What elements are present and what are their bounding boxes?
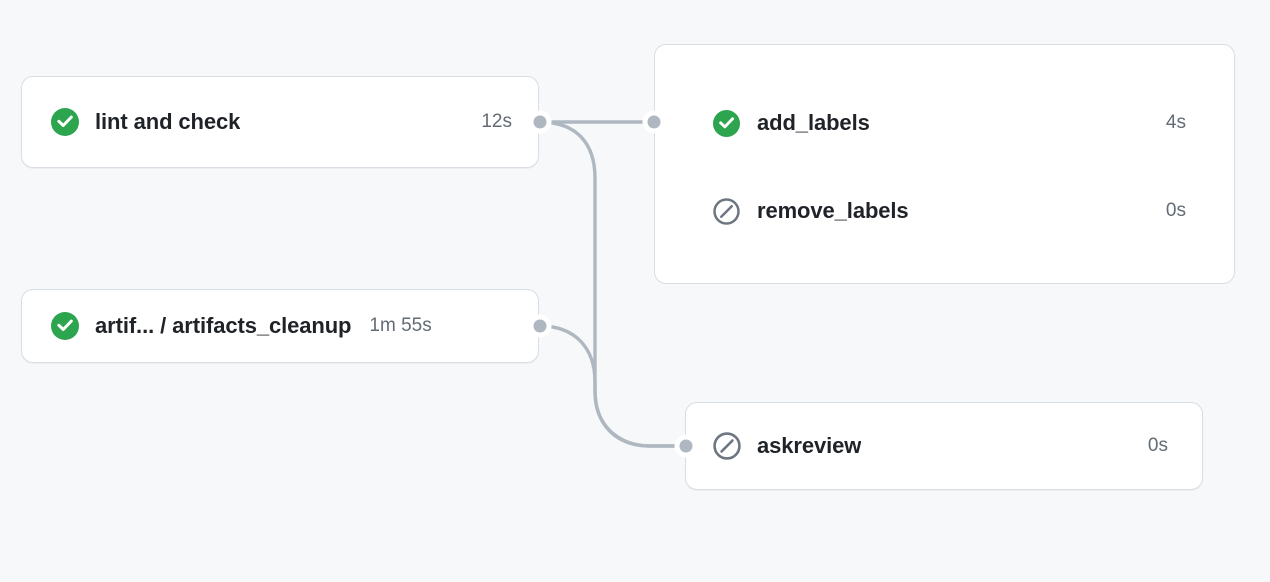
node-duration: 12s (481, 111, 512, 132)
node-lint-and-check[interactable]: lint and check 12s (21, 76, 539, 168)
group-row-remove-labels[interactable]: remove_labels 0s (655, 183, 1234, 239)
check-circle-icon (51, 312, 79, 340)
check-circle-icon (713, 109, 740, 137)
node-content: lint and check 12s (22, 108, 538, 136)
node-content: askreview 0s (686, 432, 1202, 460)
skip-circle-icon (713, 432, 741, 460)
check-circle-icon (51, 108, 79, 136)
handle-group-target[interactable] (647, 115, 661, 129)
node-label: askreview (757, 433, 862, 458)
handle-askreview-target[interactable] (679, 439, 693, 453)
node-label: artif... / artifacts_cleanup (95, 313, 352, 338)
edge-artifacts-to-askreview (538, 324, 688, 448)
node-duration: 0s (1147, 435, 1168, 456)
group-row-add-labels[interactable]: add_labels 4s (655, 95, 1234, 151)
node-label: lint and check (95, 109, 241, 134)
handle-artifacts-source[interactable] (533, 319, 547, 333)
group-row-duration: 4s (1165, 112, 1186, 133)
group-row-label: add_labels (757, 110, 870, 135)
node-duration: 1m 55s (369, 315, 432, 336)
node-askreview[interactable]: askreview 0s (685, 402, 1203, 490)
skip-circle-icon (713, 197, 740, 225)
handle-lint-source[interactable] (533, 115, 547, 129)
node-content: artif... / artifacts_cleanup 1m 55s (22, 312, 538, 340)
group-row-duration: 0s (1165, 200, 1186, 221)
node-artifacts-cleanup[interactable]: artif... / artifacts_cleanup 1m 55s (21, 289, 539, 363)
group-row-label: remove_labels (757, 198, 909, 223)
node-group-labels[interactable]: add_labels 4s remove_labels 0s (654, 44, 1235, 284)
